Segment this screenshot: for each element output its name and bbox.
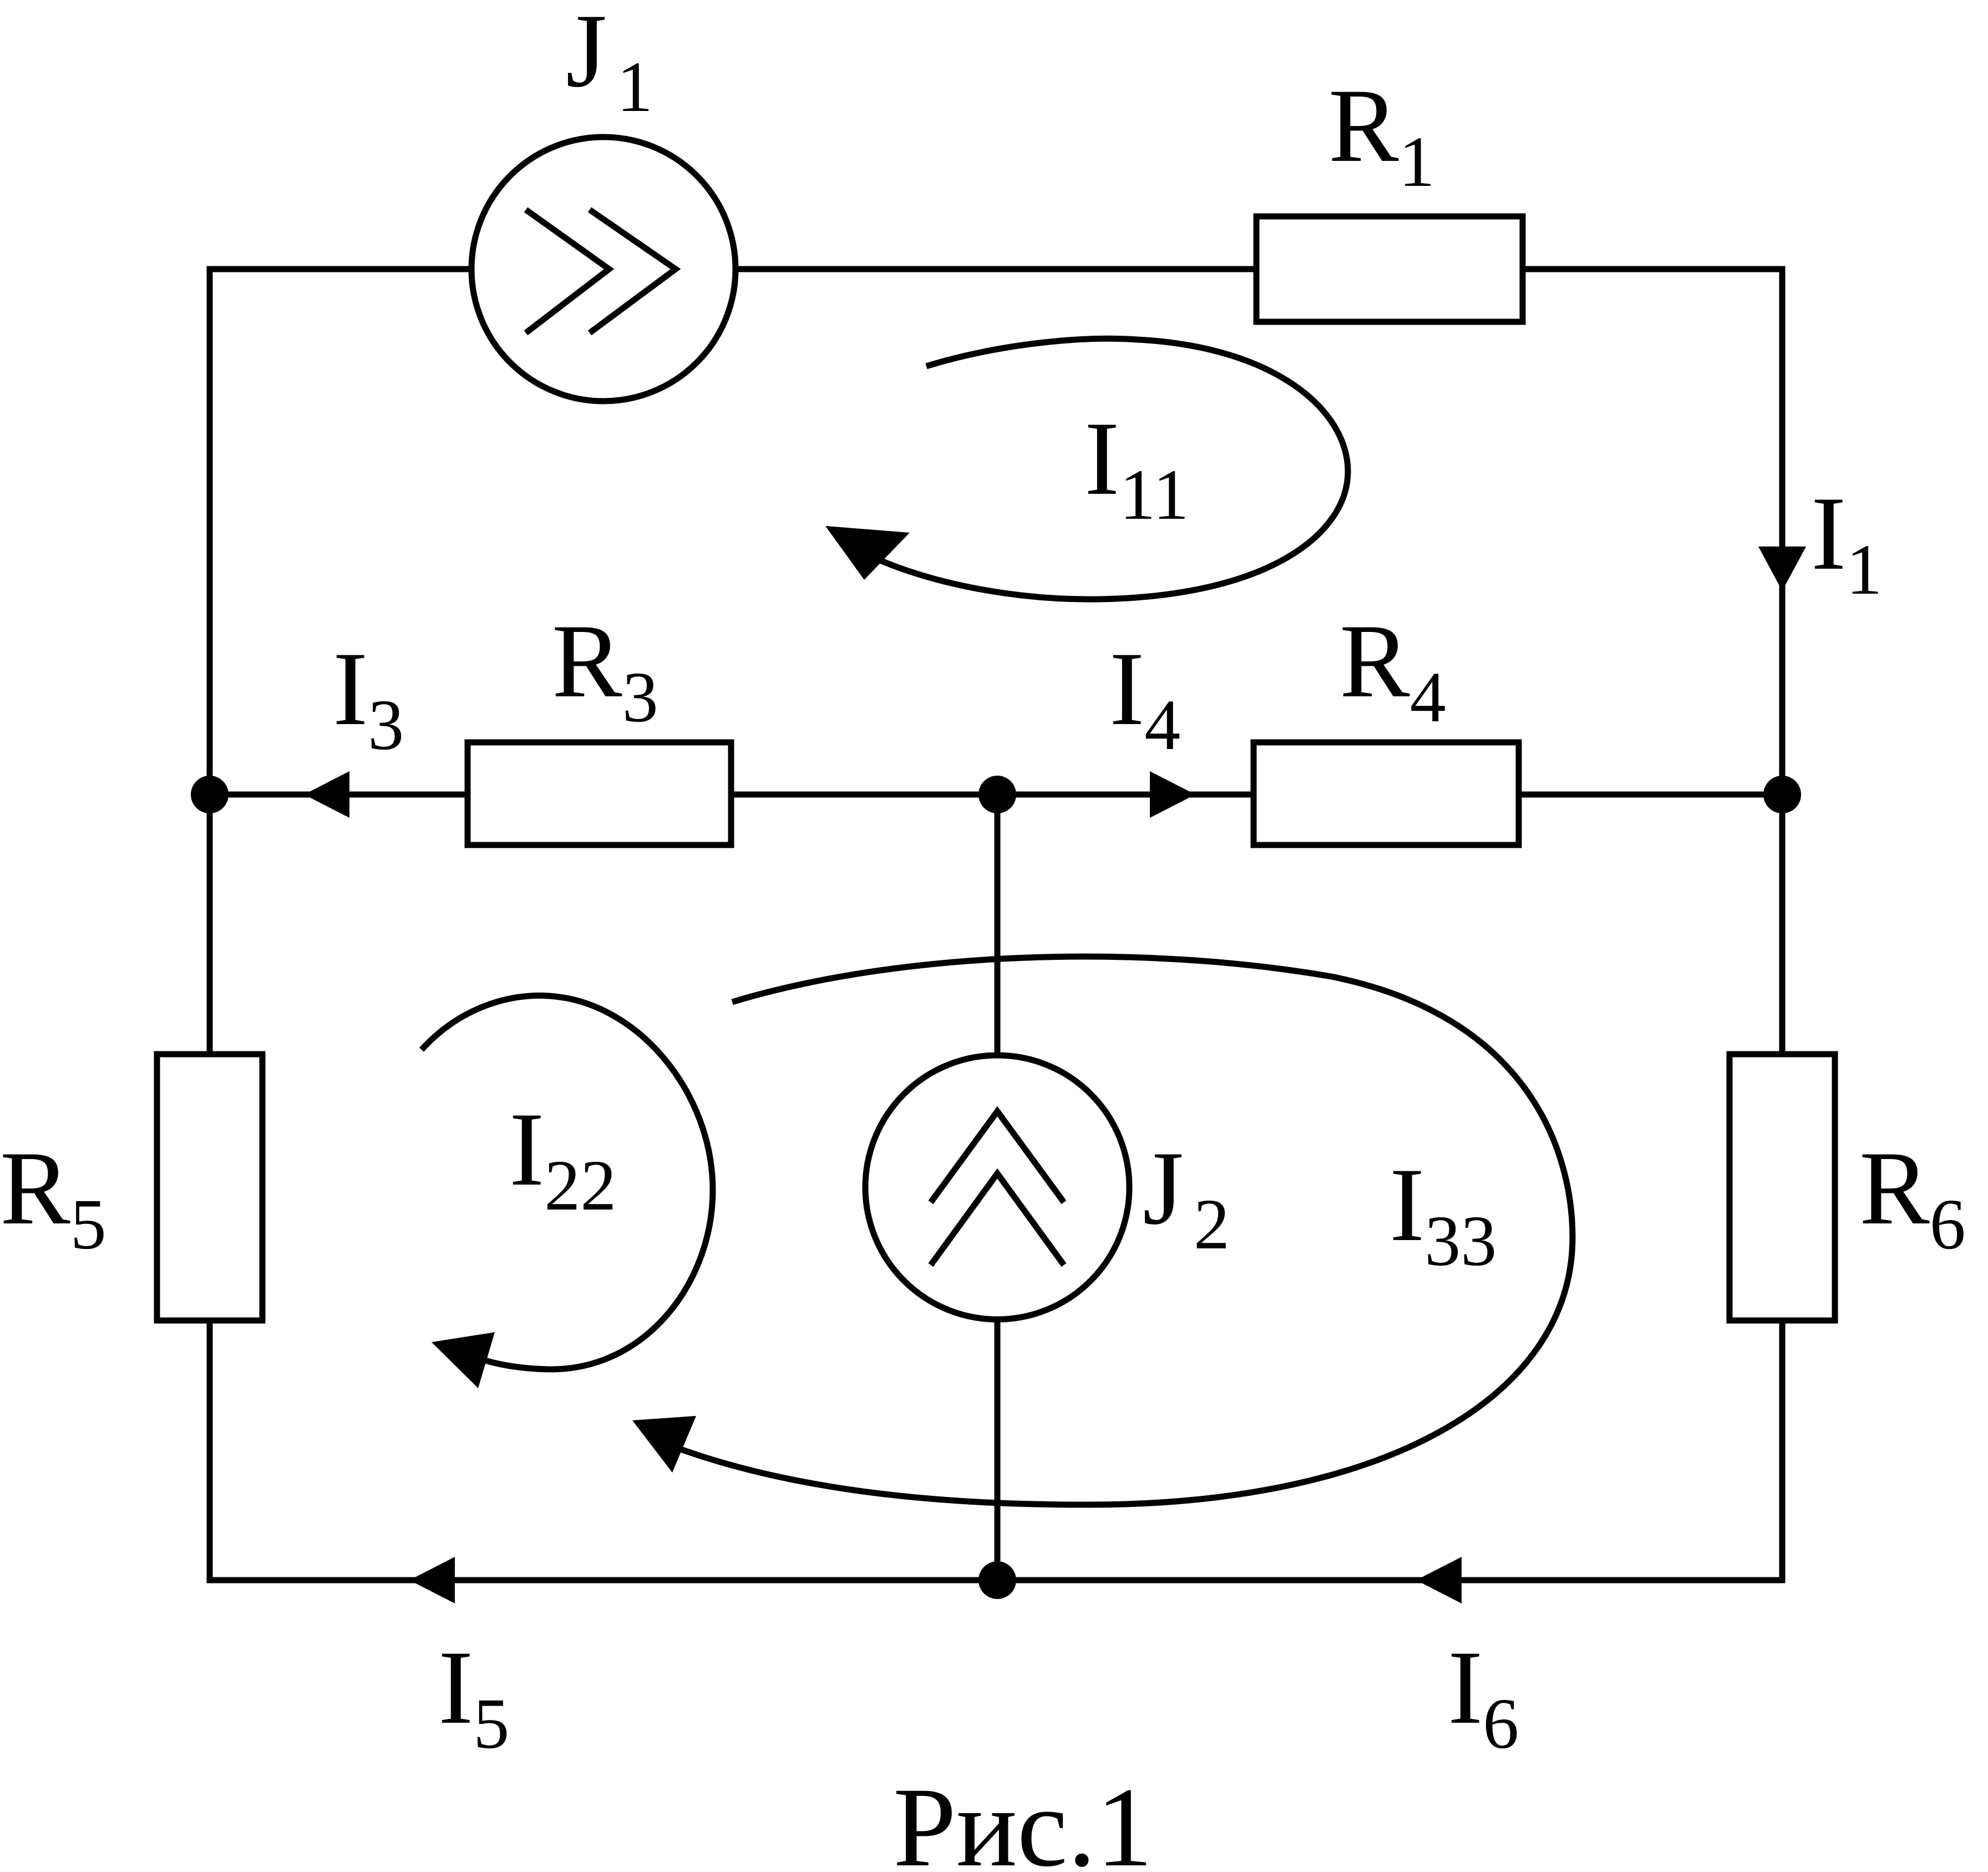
label-i6: I6 (1448, 1630, 1519, 1764)
node-center (978, 776, 1016, 813)
resistor-r5 (154, 1051, 266, 1324)
arrow-i3 (304, 771, 349, 818)
arrow-i4 (1150, 771, 1195, 818)
resistor-r4 (1250, 739, 1522, 848)
wires (206, 266, 1786, 1583)
arrow-i1 (1758, 547, 1806, 591)
label-r5: R5 (0, 1130, 106, 1264)
loop-i11 (825, 335, 1351, 603)
resistor-r3 (464, 739, 734, 848)
current-source-j1 (468, 134, 739, 404)
loop-i22-arrowhead (432, 1332, 495, 1388)
label-i33: I33 (1389, 1147, 1497, 1281)
label-i11: I11 (1084, 401, 1189, 535)
loop-i33 (632, 953, 1576, 1508)
label-i3: I3 (333, 631, 404, 765)
label-i22: I22 (509, 1091, 616, 1226)
node-right (1763, 776, 1801, 813)
current-source-j2 (862, 1052, 1133, 1323)
loop-i22 (419, 992, 716, 1388)
label-r6: R6 (1859, 1130, 1966, 1264)
label-r4: R4 (1340, 603, 1446, 737)
label-i4: I4 (1109, 631, 1180, 765)
label-r1: R1 (1328, 68, 1435, 202)
resistor-r6 (1726, 1051, 1838, 1324)
loop-i33-arrowhead (632, 1416, 696, 1473)
resistor-r1 (1253, 213, 1526, 325)
loop-i11-arrowhead (825, 526, 910, 580)
figure-caption: Рис.1 (893, 1764, 1153, 1872)
arrow-i5 (409, 1557, 455, 1603)
label-i5: I5 (438, 1630, 509, 1764)
label-r3: R3 (552, 603, 658, 737)
label-i1: I1 (1811, 475, 1882, 610)
arrow-i6 (1416, 1557, 1462, 1603)
node-bottom (978, 1561, 1016, 1599)
node-left (191, 776, 229, 813)
